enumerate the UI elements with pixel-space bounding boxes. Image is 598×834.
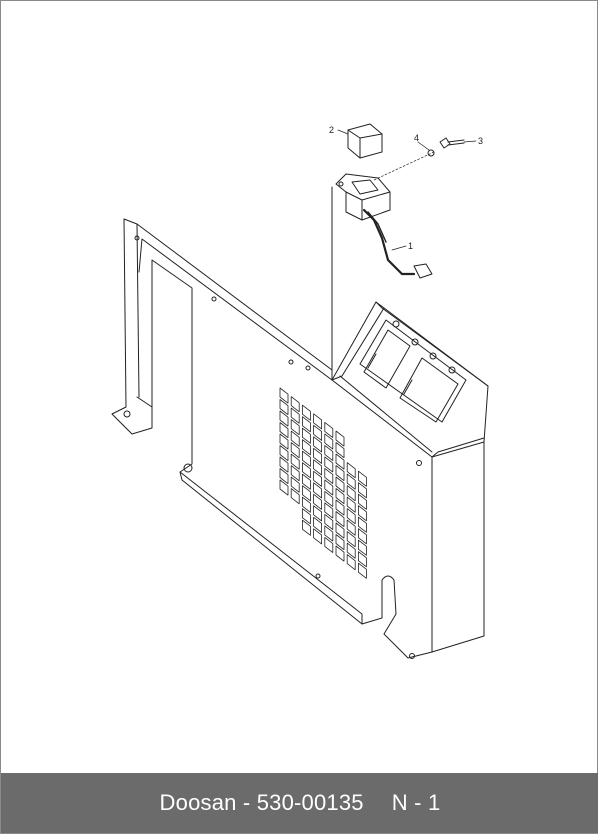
grille-slot xyxy=(335,442,345,459)
grille-slot xyxy=(335,499,345,516)
grille-slot xyxy=(324,525,334,542)
grille-slot xyxy=(346,542,356,559)
grille-slot xyxy=(324,468,334,484)
grille-slot xyxy=(302,462,311,479)
grille-slot xyxy=(324,537,334,553)
grille-slot xyxy=(302,473,311,490)
vent-grille xyxy=(279,387,367,579)
grille-slot xyxy=(346,519,356,536)
grille-slot xyxy=(290,430,300,447)
relay-socket-part-1 xyxy=(335,173,433,279)
grille-slot xyxy=(313,413,322,430)
grille-slot xyxy=(302,439,311,456)
footer-bar: Doosan - 530-00135 N - 1 xyxy=(1,773,598,833)
grille-slot xyxy=(335,430,345,447)
grille-slot xyxy=(324,479,334,496)
grille-slot xyxy=(335,476,345,493)
grille-slot xyxy=(346,554,356,571)
grille-slot xyxy=(358,493,367,510)
grille-slot xyxy=(358,562,367,579)
grille-slot xyxy=(279,422,289,439)
grille-slot xyxy=(335,511,345,528)
grille-slot xyxy=(358,539,367,556)
grille-slot xyxy=(290,407,300,424)
grille-slot xyxy=(346,473,356,490)
grille-slot xyxy=(313,516,322,533)
grille-slot xyxy=(324,456,334,473)
grille-slot xyxy=(346,496,356,513)
grille-slot xyxy=(324,491,334,507)
grille-slot xyxy=(324,514,334,530)
grille-slot xyxy=(290,419,300,436)
grille-slot xyxy=(358,516,367,533)
grille-slot xyxy=(290,453,300,470)
lower-housing xyxy=(179,379,485,659)
grille-slot xyxy=(302,404,311,421)
grille-slot xyxy=(279,479,289,496)
leader-lines xyxy=(337,129,477,251)
grille-slot xyxy=(313,505,322,522)
grille-slot xyxy=(335,522,345,539)
grille-slot xyxy=(346,485,356,502)
grille-slot xyxy=(302,427,311,444)
grille-slot xyxy=(279,410,289,427)
grille-slot xyxy=(313,436,322,453)
grille-slot xyxy=(302,496,311,513)
grille-slot xyxy=(290,396,300,413)
grille-slot xyxy=(302,485,311,502)
grille-slot xyxy=(313,470,322,487)
grille-slot xyxy=(324,422,334,438)
grille-slot xyxy=(324,445,334,461)
grille-slot xyxy=(324,433,334,450)
grille-slot xyxy=(279,399,289,416)
callout-1: 1 xyxy=(408,241,413,251)
screw-part-3 xyxy=(439,137,465,149)
grille-slot xyxy=(313,482,322,499)
grille-slot xyxy=(335,465,345,482)
grille-slot xyxy=(302,450,311,467)
grille-slot xyxy=(335,545,345,562)
grille-slot xyxy=(346,508,356,525)
callout-2: 2 xyxy=(329,125,334,135)
grille-slot xyxy=(302,519,311,536)
grille-slot xyxy=(279,387,289,404)
grille-slot xyxy=(358,551,367,568)
grille-slot xyxy=(290,488,300,505)
grille-slot xyxy=(358,505,367,522)
grille-slot xyxy=(313,447,322,464)
grille-slot xyxy=(313,528,322,545)
grille-slot xyxy=(290,476,300,493)
switch-console xyxy=(305,301,489,458)
grille-slot xyxy=(290,465,300,482)
grille-slot xyxy=(279,433,289,450)
callout-3: 3 xyxy=(478,136,483,146)
grille-slot xyxy=(324,502,334,519)
relay-part-2 xyxy=(347,123,383,159)
grille-slot xyxy=(279,456,289,473)
grille-slot xyxy=(346,462,356,479)
callout-4: 4 xyxy=(414,133,419,143)
grille-slot xyxy=(302,508,311,525)
side-panel xyxy=(111,186,333,435)
grille-slot xyxy=(313,493,322,510)
grille-slot xyxy=(358,482,367,499)
footer-page-ref: N - 1 xyxy=(391,790,441,815)
grille-slot xyxy=(346,531,356,548)
grille-slot xyxy=(290,442,300,459)
grille-slot xyxy=(358,528,367,545)
grille-slot xyxy=(313,424,322,441)
grille-slot xyxy=(335,534,345,551)
grille-slot xyxy=(279,445,289,462)
footer-part-number: Doosan - 530-00135 xyxy=(159,790,364,815)
grille-slot xyxy=(302,416,311,433)
grille-slot xyxy=(335,488,345,505)
parts-diagram: 1 2 3 4 xyxy=(111,123,489,659)
grille-slot xyxy=(313,459,322,476)
washer-part-4 xyxy=(427,149,435,157)
grille-slot xyxy=(335,453,345,470)
grille-slot xyxy=(279,468,289,485)
grille-slot xyxy=(358,470,367,487)
